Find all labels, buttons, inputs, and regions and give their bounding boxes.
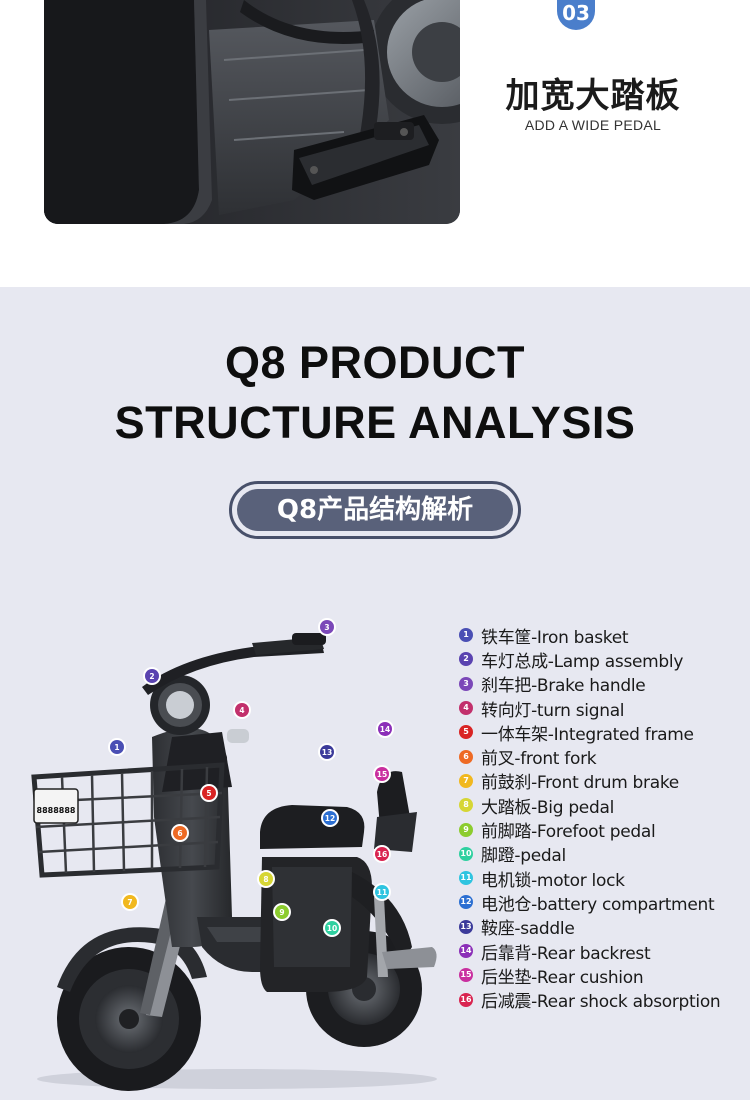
legend-label: 转向灯-turn signal bbox=[481, 700, 625, 721]
legend-item: 14 后靠背-Rear backrest bbox=[459, 939, 745, 964]
legend-label: 电机锁-motor lock bbox=[481, 870, 625, 891]
callout-number: 8 bbox=[263, 875, 268, 884]
callout-number: 6 bbox=[177, 829, 182, 838]
legend-label: 一体车架-Integrated frame bbox=[481, 724, 694, 745]
callout-number: 5 bbox=[206, 789, 211, 798]
structure-heading-line1: Q8 PRODUCT bbox=[224, 337, 526, 388]
legend-item: 5 一体车架-Integrated frame bbox=[459, 720, 745, 745]
feature-subtitle: ADD A WIDE PEDAL bbox=[524, 117, 662, 133]
legend-number-marker: 11 bbox=[459, 871, 473, 886]
callout-number: 1 bbox=[114, 743, 119, 752]
legend-label: 电池仓-battery compartment bbox=[481, 894, 715, 915]
legend-item: 3 刹车把-Brake handle bbox=[459, 672, 745, 696]
legend-number-marker: 14 bbox=[459, 944, 473, 958]
legend-label: 后靠背-Rear backrest bbox=[481, 943, 651, 964]
legend-label: 刹车把-Brake handle bbox=[481, 676, 646, 697]
callout-marker: 4 bbox=[233, 701, 251, 719]
legend-item: 16 后减震-Rear shock absorption bbox=[459, 987, 745, 1013]
callout-marker: 1 bbox=[108, 738, 126, 756]
callout-number: 12 bbox=[325, 814, 335, 823]
legend-label: 脚蹬-pedal bbox=[481, 846, 566, 867]
legend-number-marker: 3 bbox=[459, 676, 473, 691]
callout-marker: 14 bbox=[376, 720, 394, 738]
legend-label: 前鼓刹-Front drum brake bbox=[481, 773, 679, 794]
callout-number: 3 bbox=[324, 623, 329, 632]
callout-number: 10 bbox=[327, 924, 337, 933]
legend-number-marker: 2 bbox=[459, 652, 473, 667]
legend-label: 后坐垫-Rear cushion bbox=[481, 967, 644, 988]
legend-number-marker: 6 bbox=[459, 749, 473, 764]
structure-section: Q8 PRODUCT STRUCTURE ANALYSIS Q8产品结构解析 bbox=[0, 287, 750, 1100]
callout-marker: 12 bbox=[321, 809, 339, 827]
callout-marker: 16 bbox=[373, 845, 391, 863]
feature-title: 加宽大踏板 bbox=[505, 76, 681, 116]
legend-number-marker: 15 bbox=[459, 968, 473, 983]
callout-marker: 13 bbox=[318, 743, 336, 761]
callout-marker: 3 bbox=[318, 618, 336, 636]
callout-number: 14 bbox=[380, 725, 390, 734]
legend-number-marker: 1 bbox=[459, 628, 473, 643]
section-label-text: Q8产品结构解析 bbox=[237, 489, 513, 531]
legend-label: 大踏板-Big pedal bbox=[481, 797, 614, 818]
legend-item: 6 前叉-front fork bbox=[459, 744, 745, 770]
legend-number-marker: 5 bbox=[459, 725, 473, 740]
callout-number: 2 bbox=[149, 672, 154, 681]
legend-label: 前脚踏-Forefoot pedal bbox=[481, 822, 656, 843]
license-plate-number: 8888888 bbox=[37, 806, 76, 815]
callout-number: 4 bbox=[239, 706, 244, 715]
feature-section: 03 加宽大踏板 ADD A WIDE PEDAL bbox=[0, 0, 750, 287]
callout-marker: 6 bbox=[171, 824, 189, 842]
feature-number-badge: 03 bbox=[557, 0, 595, 30]
section-label-pill: Q8产品结构解析 bbox=[229, 481, 521, 539]
legend-item: 2 车灯总成-Lamp assembly bbox=[459, 647, 745, 672]
parts-legend: 1 铁车筐-Iron basket 2 车灯总成-Lamp assembly 3 刹车把-… bbox=[459, 623, 745, 1012]
callout-marker: 5 bbox=[200, 784, 218, 802]
legend-number-marker: 9 bbox=[459, 822, 473, 837]
legend-number-marker: 10 bbox=[459, 846, 473, 861]
legend-item: 13 鞍座-saddle bbox=[459, 915, 745, 939]
callout-marker: 2 bbox=[143, 667, 161, 685]
legend-label: 车灯总成-Lamp assembly bbox=[481, 651, 684, 672]
callout-marker: 8 bbox=[257, 870, 275, 888]
legend-item: 9 前脚踏-Forefoot pedal bbox=[459, 817, 745, 843]
legend-item: 8 大踏板-Big pedal bbox=[459, 793, 745, 818]
legend-number-marker: 4 bbox=[459, 701, 473, 716]
legend-item: 11 电机锁-motor lock bbox=[459, 866, 745, 891]
structure-heading-line2: STRUCTURE ANALYSIS bbox=[114, 397, 636, 448]
legend-item: 1 铁车筐-Iron basket bbox=[459, 623, 745, 648]
legend-label: 鞍座-saddle bbox=[481, 919, 575, 940]
legend-number-marker: 16 bbox=[459, 992, 473, 1007]
callout-marker: 15 bbox=[373, 765, 391, 783]
callout-number: 13 bbox=[322, 748, 332, 757]
callout-marker: 11 bbox=[373, 883, 391, 901]
legend-label: 后减震-Rear shock absorption bbox=[481, 992, 721, 1013]
wide-pedal-photo bbox=[44, 0, 460, 224]
callout-number: 15 bbox=[377, 770, 387, 779]
legend-item: 12 电池仓-battery compartment bbox=[459, 890, 745, 915]
legend-number-marker: 12 bbox=[459, 895, 473, 910]
callout-marker: 7 bbox=[121, 893, 139, 911]
legend-number-marker: 13 bbox=[459, 919, 473, 934]
callout-marker: 10 bbox=[323, 919, 341, 937]
legend-number-marker: 7 bbox=[459, 773, 473, 788]
legend-label: 前叉-front fork bbox=[481, 749, 597, 770]
callout-marker: 9 bbox=[273, 903, 291, 921]
callout-number: 11 bbox=[377, 888, 387, 897]
legend-item: 7 前鼓刹-Front drum brake bbox=[459, 769, 745, 793]
legend-item: 10 脚蹬-pedal bbox=[459, 842, 745, 866]
callout-number: 7 bbox=[127, 898, 132, 907]
legend-item: 15 后坐垫-Rear cushion bbox=[459, 963, 745, 988]
legend-label: 铁车筐-Iron basket bbox=[481, 627, 629, 648]
legend-item: 4 转向灯-turn signal bbox=[459, 696, 745, 721]
callout-number: 16 bbox=[377, 850, 387, 859]
callout-number: 9 bbox=[279, 908, 284, 917]
legend-number-marker: 8 bbox=[459, 798, 473, 813]
